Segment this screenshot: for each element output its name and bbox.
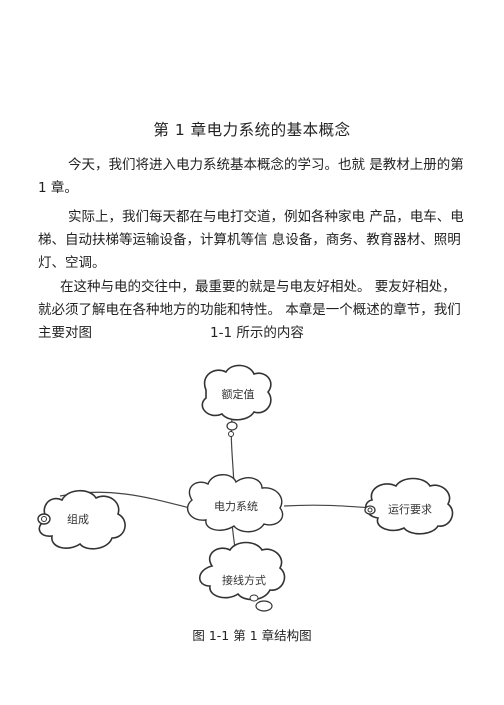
connector-right (283, 504, 373, 509)
structure-diagram: 额定值 电力系统 组成 运行要求 接线方式 (37, 364, 454, 612)
node-right-label: 运行要求 (388, 503, 432, 516)
paragraph-intro: 今天，我们将进入电力系统基本概念的学习。也就 是教材上册的第 1 章。 (38, 157, 464, 196)
node-left: 组成 (37, 489, 126, 550)
chapter-title: 第 1 章电力系统的基本概念 (153, 121, 351, 139)
node-center: 电力系统 (187, 474, 284, 533)
node-top: 额定值 (201, 364, 272, 437)
node-top-label: 额定值 (222, 387, 255, 401)
node-center-label: 电力系统 (214, 500, 258, 513)
figure-reference: 1-1 (210, 325, 233, 341)
paragraph-overview: 在这种与电的交往中，最重要的就是与电友好相处。 要友好相处，就必须了解电在各种地… (38, 276, 466, 345)
paragraph-overview-tail: 所示的内容 (232, 325, 304, 341)
node-bottom: 接线方式 (198, 541, 286, 612)
node-right: 运行要求 (364, 477, 454, 535)
node-bottom-label: 接线方式 (222, 573, 266, 587)
figure-caption: 图 1-1 第 1 章结构图 (192, 628, 312, 643)
paragraph-daily-life: 实际上，我们每天都在与电打交道，例如各种家电 产品，电车、电梯、自动扶梯等运输设… (38, 209, 464, 271)
node-left-label: 组成 (67, 512, 89, 526)
paragraph-overview-text: 在这种与电的交往中，最重要的就是与电友好相处。 要友好相处，就必须了解电在各种地… (38, 279, 461, 341)
